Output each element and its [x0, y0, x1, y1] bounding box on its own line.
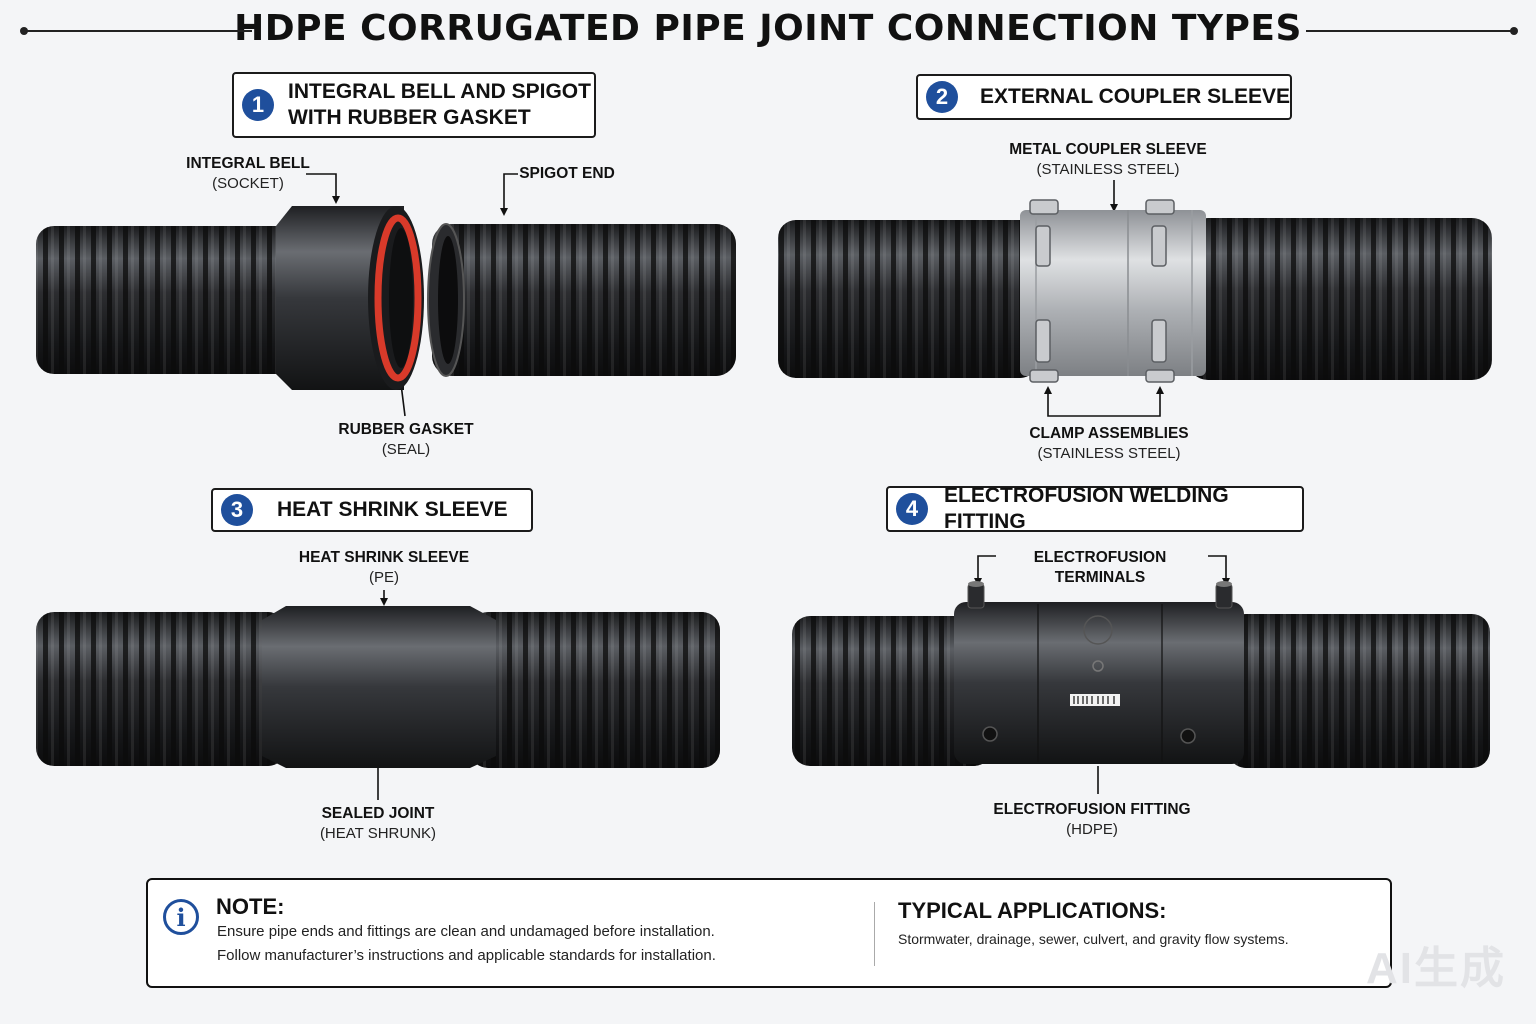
bell-label: INTEGRAL BELL (SOCKET): [168, 154, 328, 194]
clamp-label-sub: (STAINLESS STEEL): [1037, 445, 1181, 462]
applications-title: TYPICAL APPLICATIONS:: [898, 898, 1167, 923]
title-rule-right-dot: [1510, 27, 1518, 35]
left-corrugated-pipe: [36, 226, 296, 374]
section-1-illustration: [36, 173, 736, 417]
terminals-label-main: ELECTROFUSION TERMINALS: [1033, 549, 1167, 586]
section-2-illustration: [778, 180, 1492, 417]
right-corrugated-pipe-3: [470, 612, 720, 768]
electrofusion-fitting-label-main: ELECTROFUSION FITTING: [993, 801, 1191, 818]
section-3-number: 3: [221, 494, 253, 526]
electrofusion-fitting-label-sub: (HDPE): [1066, 821, 1118, 838]
heat-shrink-label: HEAT SHRINK SLEEVE (PE): [284, 548, 484, 588]
left-corrugated-pipe-4: [792, 616, 992, 766]
rubber-gasket: [374, 214, 422, 382]
section-2-heading: EXTERNAL COUPLER SLEEVE: [980, 85, 1290, 108]
sealed-joint-label: SEALED JOINT (HEAT SHRUNK): [290, 804, 466, 844]
spigot-label-main: SPIGOT END: [519, 165, 615, 182]
electrofusion-fitting-label: ELECTROFUSION FITTING (HDPE): [982, 800, 1202, 840]
section-1-header: 1 INTEGRAL BELL AND SPIGOT WITH RUBBER G…: [232, 72, 596, 138]
clamp-label: CLAMP ASSEMBLIES (STAINLESS STEEL): [1004, 424, 1214, 464]
section-4-number: 4: [896, 493, 928, 525]
title-rule-left: [24, 30, 252, 32]
section-4-illustration: [792, 555, 1490, 794]
metal-sleeve-label-sub: (STAINLESS STEEL): [1036, 161, 1180, 178]
info-icon: i: [163, 899, 199, 935]
metal-sleeve-label-main: METAL COUPLER SLEEVE: [1009, 141, 1207, 158]
section-1-heading-line1: INTEGRAL BELL AND SPIGOT: [288, 80, 591, 103]
section-2-number: 2: [926, 81, 958, 113]
section-4-header: 4 ELECTROFUSION WELDING FITTING: [886, 484, 1304, 533]
note-line-2: Follow manufacturer’s instructions and a…: [217, 947, 716, 964]
heat-shrink-label-sub: (PE): [369, 569, 399, 586]
spigot-end-pipe: [427, 223, 736, 377]
gasket-label: RUBBER GASKET (SEAL): [326, 420, 486, 460]
terminals-label: ELECTROFUSION TERMINALS: [990, 548, 1210, 588]
right-corrugated-pipe-2: [1188, 218, 1492, 380]
sealed-joint-label-main: SEALED JOINT: [321, 805, 435, 822]
section-4-heading: ELECTROFUSION WELDING FITTING: [944, 484, 1229, 533]
gasket-label-sub: (SEAL): [381, 441, 431, 458]
section-1-number: 1: [242, 89, 274, 121]
section-3-illustration: [36, 590, 720, 800]
integral-bell: [276, 206, 424, 390]
left-corrugated-pipe-3: [36, 612, 286, 766]
section-2-header: 2 EXTERNAL COUPLER SLEEVE: [916, 74, 1292, 120]
electrofusion-fitting: [954, 602, 1244, 764]
spigot-label: SPIGOT END: [512, 164, 622, 184]
applications-text: Stormwater, drainage, sewer, culvert, an…: [898, 931, 1289, 947]
metal-sleeve-label: METAL COUPLER SLEEVE (STAINLESS STEEL): [990, 140, 1226, 180]
gasket-label-main: RUBBER GASKET: [338, 421, 474, 438]
right-corrugated-pipe-4: [1228, 614, 1490, 768]
section-3-header: 3 HEAT SHRINK SLEEVE: [211, 488, 533, 532]
note-line-1: Ensure pipe ends and fittings are clean …: [217, 923, 715, 940]
watermark: AI生成: [1366, 944, 1506, 993]
page-title: HDPE CORRUGATED PIPE JOINT CONNECTION TY…: [234, 8, 1302, 49]
bell-label-main: INTEGRAL BELL: [186, 155, 310, 172]
section-3-heading: HEAT SHRINK SLEEVE: [277, 498, 508, 521]
heat-shrink-sleeve: [262, 606, 496, 768]
clamp-assemblies: [1029, 199, 1175, 383]
sealed-joint-label-sub: (HEAT SHRUNK): [319, 825, 437, 842]
electrofusion-terminals: [967, 581, 1233, 609]
note-divider: [874, 902, 875, 966]
left-corrugated-pipe-2: [778, 220, 1038, 378]
note-panel: [146, 878, 1392, 988]
clamp-label-main: CLAMP ASSEMBLIES: [1029, 425, 1189, 442]
bell-label-sub: (SOCKET): [212, 175, 284, 192]
section-1-heading-line2: WITH RUBBER GASKET: [288, 106, 531, 129]
heat-shrink-label-main: HEAT SHRINK SLEEVE: [298, 549, 470, 566]
title-rule-right: [1306, 30, 1514, 32]
note-title: NOTE:: [216, 894, 285, 919]
